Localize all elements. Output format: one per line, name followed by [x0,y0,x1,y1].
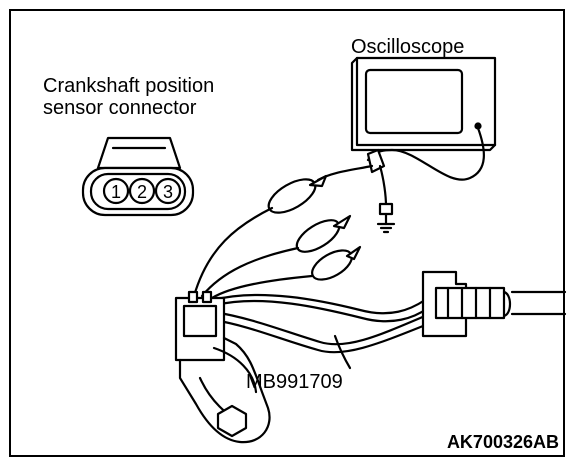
connector-label-line-2: sensor connector [43,97,197,119]
svg-text:3: 3 [163,182,173,202]
crankshaft-sensor-drawing [174,290,271,444]
oscilloscope-drawing [350,56,497,181]
figure-border [9,9,565,457]
harness-wires [192,206,430,354]
connector-pin-3: 3 [154,177,182,205]
svg-text:1: 1 [111,182,121,202]
tool-leader-line [333,334,352,370]
test-clips [267,174,362,281]
connector-label-line-1: Crankshaft position [43,75,215,97]
figure-code: AK700326AB [446,432,559,452]
connector-pin-2: 2 [128,177,156,205]
svg-text:2: 2 [137,182,147,202]
connector-drawing: 1 2 3 [81,136,195,217]
oscilloscope-label: Oscilloscope [351,36,465,58]
tool-label: MB991709 [246,371,343,393]
connector-pin-1: 1 [102,177,130,205]
connector-label: Crankshaft position sensor connector [43,75,214,119]
harness-connector [421,270,567,338]
